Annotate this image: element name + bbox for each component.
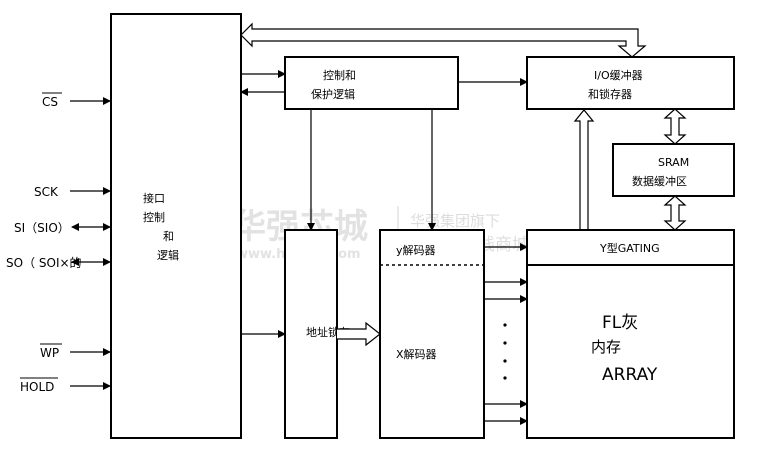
- signal-si-label: SI（SIO）: [14, 221, 70, 235]
- sram-label-2: 数据缓冲区: [632, 174, 687, 188]
- io-sram-arrow: [663, 108, 687, 145]
- io-buffer-label-2: 和锁存器: [588, 87, 632, 101]
- input-signals: CS SCK SI（SIO） SO（ SOI×的 WP HOLD: [6, 92, 111, 394]
- control-protect-label-2: 保护逻辑: [311, 87, 355, 101]
- io-buffer-block: I/O缓冲器 和锁存器: [526, 56, 735, 110]
- sram-gating-arrow: [663, 195, 687, 231]
- signal-wp-label: WP: [40, 346, 59, 360]
- latch-decoder-arrow: [337, 321, 381, 347]
- flash-array-block: FL灰 内存 ARRAY: [526, 264, 735, 439]
- flash-array-label-2: 内存: [591, 338, 621, 356]
- y-decoder-label: y解码器: [396, 243, 436, 257]
- interface-label-1: 接口: [143, 192, 165, 205]
- decoder-array-arrows: [484, 278, 528, 425]
- control-protect-block: 控制和 保护逻辑: [284, 56, 459, 110]
- gating-io-arrow: [573, 109, 595, 230]
- interface-label-4: 逻辑: [157, 248, 179, 262]
- control-protect-label-1: 控制和: [323, 68, 356, 82]
- interface-logic-block: 接口 控制 和 逻辑: [110, 13, 242, 439]
- interface-label-3: 和: [163, 230, 174, 243]
- flash-array-label-3: ARRAY: [602, 365, 658, 385]
- watermark-slogan-1: 华强集团旗下: [410, 212, 500, 230]
- signal-so-label: SO（ SOI×的: [6, 255, 82, 270]
- x-decoder-label: X解码器: [396, 347, 437, 361]
- decoder-block: y解码器 X解码器: [379, 229, 485, 439]
- signal-cs-label: CS: [42, 95, 58, 109]
- sram-label-1: SRAM: [658, 156, 689, 169]
- interface-label-2: 控制: [143, 210, 165, 224]
- io-buffer-label-1: I/O缓冲器: [594, 68, 643, 82]
- sram-block: SRAM 数据缓冲区: [612, 143, 735, 197]
- interface-io-bus-arrow: [240, 22, 647, 58]
- flash-array-label-1: FL灰: [602, 313, 638, 333]
- y-gating-label: Y型GATING: [599, 241, 660, 255]
- signal-sck-label: SCK: [34, 185, 59, 199]
- y-gating-block: Y型GATING: [526, 229, 735, 266]
- signal-hold-label: HOLD: [20, 380, 54, 394]
